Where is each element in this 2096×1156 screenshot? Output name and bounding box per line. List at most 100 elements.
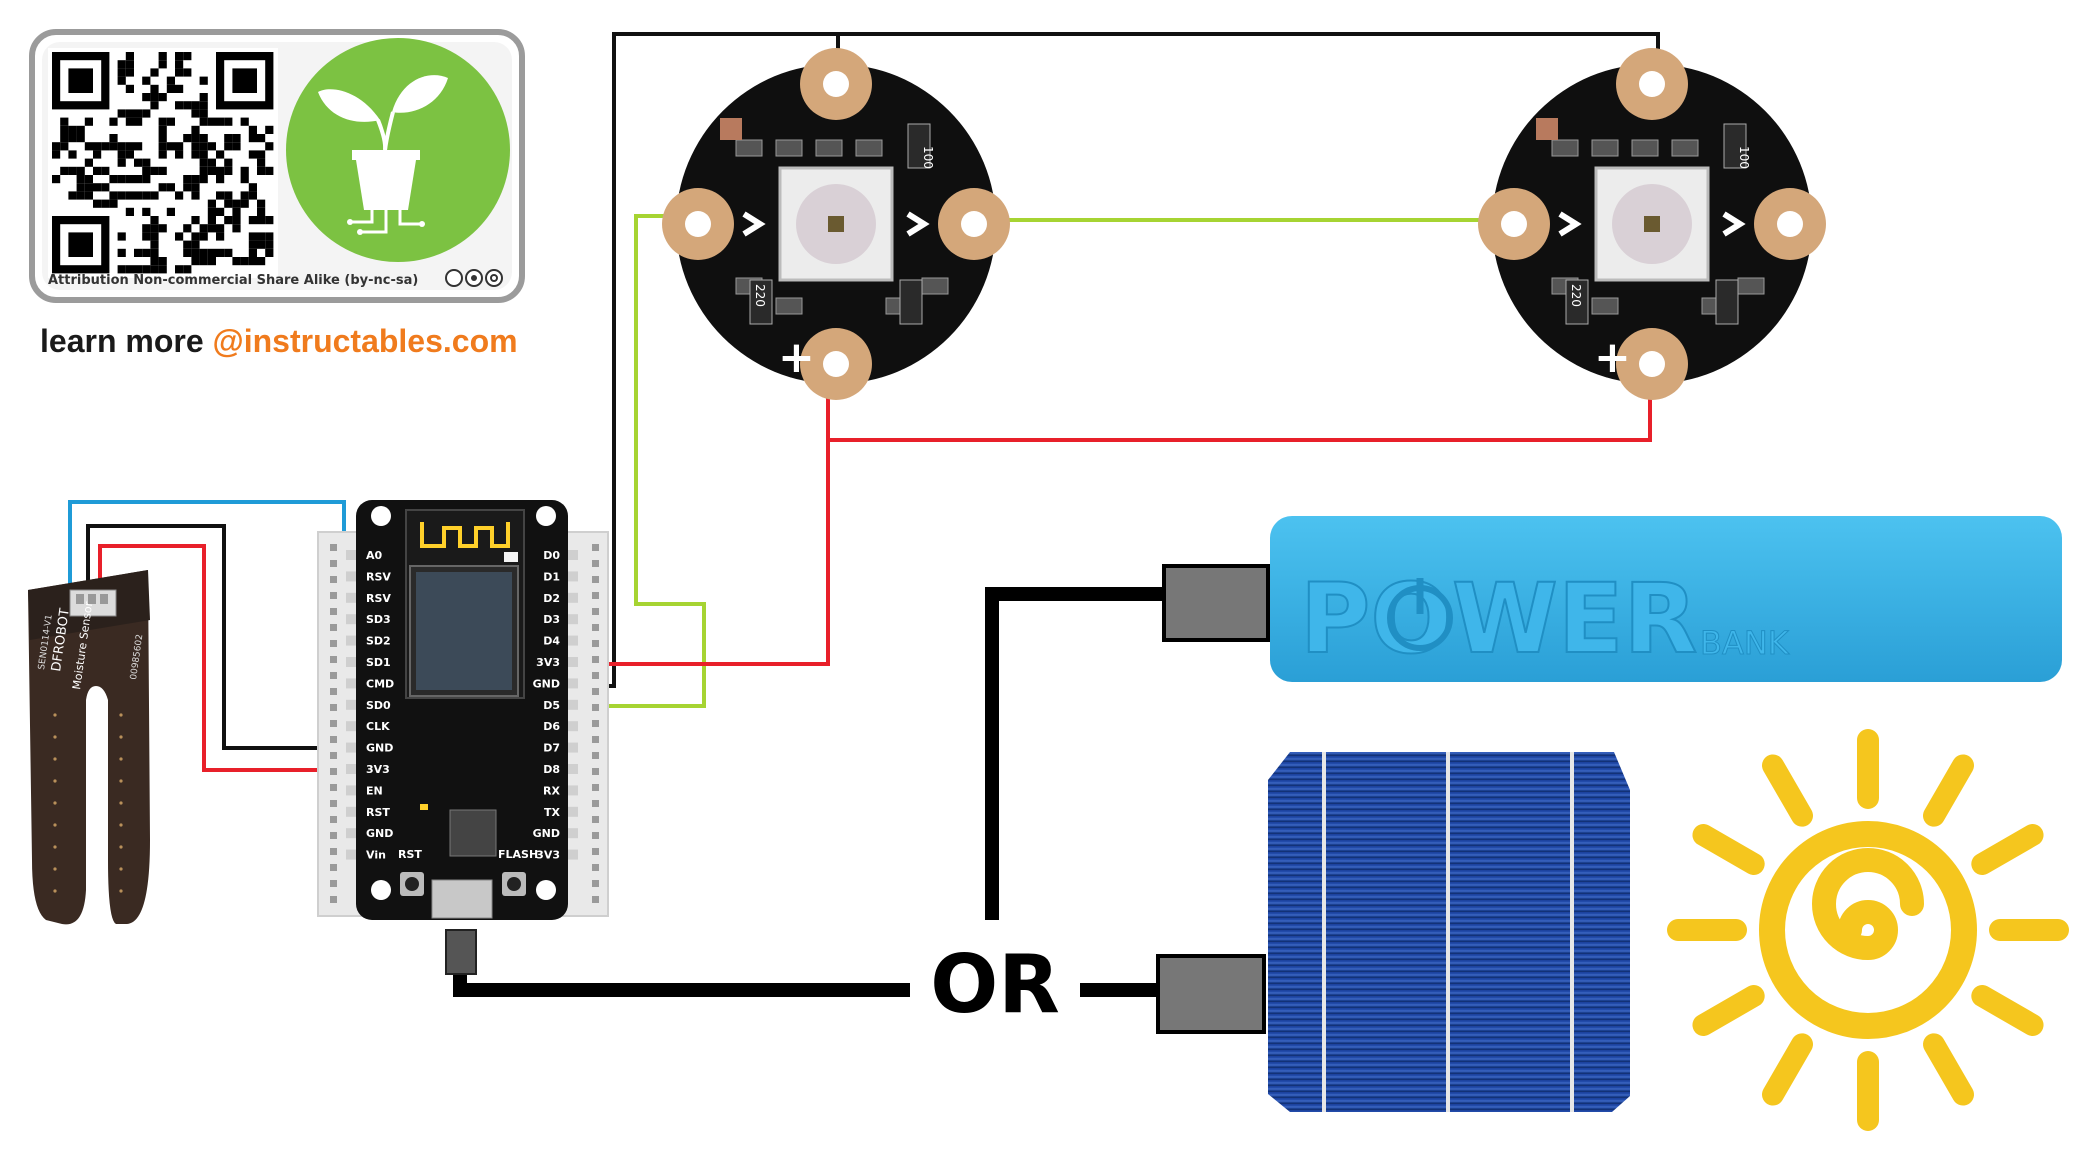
sun-ray	[1923, 1033, 1974, 1106]
left-pin-label: 3V3	[366, 763, 390, 776]
pin-hole	[346, 657, 356, 667]
sun-icon	[1667, 729, 2069, 1131]
plus-label: +	[1594, 332, 1631, 383]
pin-hole	[346, 742, 356, 753]
pin-hole	[568, 828, 578, 839]
pin-hole	[346, 721, 356, 732]
pin-hole	[568, 849, 578, 860]
pin-hole	[568, 657, 578, 667]
pin-hole	[568, 785, 578, 796]
power-wire-chain	[828, 352, 1652, 442]
usb-cable-board	[453, 942, 910, 997]
sensor-gnd-wire	[86, 524, 344, 750]
pin-hole	[346, 785, 356, 796]
usb-cable-powerbank	[985, 587, 1166, 920]
left-pin-label: Vin	[366, 849, 386, 862]
left-pin-label: RSV	[366, 570, 391, 583]
left-pin-label: RSV	[366, 592, 391, 605]
moisture-sensor: DFROBOT Moisture Sensor SEN0114-V1 00985…	[28, 570, 150, 925]
cc-license-icons	[445, 269, 503, 287]
usb-plug-board	[445, 929, 477, 975]
left-pin-label: A0	[366, 549, 383, 562]
right-pin-label: D3	[543, 613, 560, 626]
pin-hole	[568, 699, 578, 710]
pin-hole	[568, 721, 578, 732]
pin-hole	[568, 742, 578, 753]
pin-hole	[346, 592, 356, 603]
pin-hole	[568, 764, 578, 774]
pin-hole	[346, 678, 356, 689]
pin-hole	[568, 550, 578, 560]
right-pin-label: TX	[544, 806, 561, 819]
right-pin-label: D1	[543, 570, 560, 583]
sun-ray	[1762, 1033, 1813, 1106]
right-pin-label: GND	[533, 677, 560, 690]
flash-label: FLASH	[498, 848, 538, 861]
power-wire	[578, 352, 830, 666]
pin-hole	[568, 571, 578, 582]
pin-hole	[568, 635, 578, 646]
right-pin-label: D6	[543, 720, 560, 733]
left-pin-label: GND	[366, 742, 393, 755]
left-pin-label: SD3	[366, 613, 391, 626]
right-pin-label: D2	[543, 592, 560, 605]
right-pin-label: 3V3	[536, 849, 560, 862]
plant-pot-circuit-logo	[286, 38, 510, 262]
sun-ray	[1971, 985, 2044, 1036]
pin-hole	[568, 614, 578, 625]
pin-hole	[568, 806, 578, 817]
neopixel-2: 100 220 +	[1478, 48, 1826, 400]
pin-hole	[346, 828, 356, 839]
pin-hole	[346, 849, 356, 860]
plus-label: +	[778, 332, 815, 383]
nodemcu-board: RST FLASH A0RSVRSVSD3SD2SD1CMDSD0CLKGND3…	[317, 500, 609, 975]
pin-hole	[346, 550, 356, 560]
pin-hole	[568, 592, 578, 603]
left-pin-label: SD0	[366, 699, 391, 712]
right-pin-label: GND	[533, 827, 560, 840]
right-pin-label: D8	[543, 763, 560, 776]
license-text: Attribution Non-commercial Share Alike (…	[48, 273, 418, 288]
sun-ray	[1923, 754, 1974, 827]
data-wire	[578, 214, 712, 708]
usb-plug-solar	[1156, 954, 1266, 1034]
powerbank-sub: BANK	[1700, 624, 1790, 662]
left-pin-label: CLK	[366, 720, 390, 733]
resistor-label: 100	[921, 146, 935, 169]
solar-panel	[1156, 752, 1630, 1112]
sensor-pin	[100, 594, 108, 604]
rst-label: RST	[398, 848, 422, 861]
license-badge: Attribution Non-commercial Share Alike (…	[29, 29, 525, 303]
pin-hole	[346, 635, 356, 646]
right-pin-label: D5	[543, 699, 560, 712]
usb-plug-powerbank	[1162, 564, 1270, 642]
pin-hole	[346, 806, 356, 817]
flash-button[interactable]	[502, 872, 526, 896]
left-pin-label: EN	[366, 784, 383, 797]
pin-hole	[346, 614, 356, 625]
power-icon	[1387, 578, 1453, 651]
right-pin-label: 3V3	[536, 656, 560, 669]
micro-usb-port[interactable]	[431, 879, 493, 919]
pin-hole	[346, 571, 356, 582]
right-pin-label: D7	[543, 742, 560, 755]
left-pin-label: RST	[366, 806, 390, 819]
qr-code-icon[interactable]	[48, 48, 278, 278]
pin-hole	[568, 678, 578, 689]
resistor-label: 100	[1737, 146, 1751, 169]
left-pin-label: GND	[366, 827, 393, 840]
sensor-vcc-wire	[98, 544, 344, 772]
powerbank-word: POWER	[1300, 563, 1697, 675]
pin-hole	[346, 764, 356, 774]
or-label: OR	[930, 938, 1060, 1031]
instructables-link[interactable]: @instructables.com	[213, 323, 518, 359]
sun-ray	[1692, 985, 1765, 1036]
rst-button[interactable]	[400, 872, 424, 896]
right-pin-label: D0	[543, 549, 560, 562]
sun-ray	[1971, 824, 2044, 875]
right-pin-label: D4	[543, 635, 560, 648]
pin-hole	[346, 699, 356, 710]
resistor-label: 220	[1569, 284, 1583, 307]
